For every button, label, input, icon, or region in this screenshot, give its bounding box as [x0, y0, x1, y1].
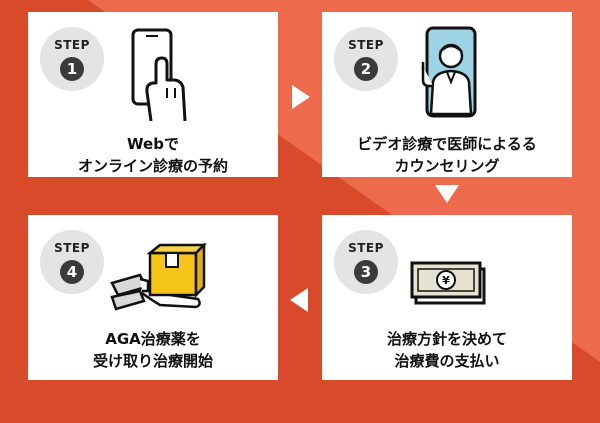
step-caption-line-1: ビデオ診療で医師によるる: [357, 135, 537, 153]
step-caption: ビデオ診療で医師によるる カウンセリング: [322, 133, 572, 177]
step-card-2: STEP 2 ビデオ診療で医師によるる カウンセリング: [322, 12, 572, 177]
svg-text:¥: ¥: [442, 274, 450, 287]
step-badge: STEP 3: [334, 230, 398, 294]
step-caption: Webで オンライン診療の予約: [28, 133, 278, 177]
smartphone-hand-icon: [131, 28, 187, 121]
step-badge: STEP 1: [40, 27, 104, 91]
step-caption-line-2: カウンセリング: [394, 157, 500, 175]
step-caption-line-2: 受け取り治療開始: [92, 352, 213, 370]
step-card-1: STEP 1 Webで オンライン診療の予約: [28, 12, 278, 177]
step-caption-line-1: Webで: [127, 135, 179, 153]
step-caption-line-1: 治療方針を決めて: [386, 330, 507, 348]
step-badge-label: STEP: [54, 38, 90, 52]
package-delivery-icon: [110, 243, 208, 311]
step-badge-label: STEP: [348, 241, 384, 255]
step-badge-label: STEP: [348, 38, 384, 52]
step-caption-line-2: 治療費の支払い: [394, 352, 500, 370]
step-caption: 治療方針を決めて 治療費の支払い: [322, 328, 572, 372]
step-badge: STEP 4: [40, 230, 104, 294]
step-badge-number: 4: [60, 260, 84, 284]
step-card-3: STEP 3 ¥ 治療方針を決めて 治療費の支払い: [322, 215, 572, 380]
doctor-video-icon: [421, 26, 477, 118]
arrow-right-icon: [292, 85, 310, 109]
arrow-left-icon: [290, 288, 308, 312]
step-badge-number: 3: [354, 260, 378, 284]
step-badge-label: STEP: [54, 241, 90, 255]
step-badge: STEP 2: [334, 27, 398, 91]
step-card-4: STEP 4 AGA治療薬を 受け取り治療開始: [28, 215, 278, 380]
step-caption-line-2: オンライン診療の予約: [77, 157, 228, 175]
step-caption-line-1: AGA治療薬を: [105, 330, 201, 348]
arrow-down-icon: [435, 185, 459, 203]
step-caption: AGA治療薬を 受け取り治療開始: [28, 328, 278, 372]
step-badge-number: 1: [60, 57, 84, 81]
step-badge-number: 2: [354, 57, 378, 81]
yen-banknote-icon: ¥: [410, 261, 486, 305]
